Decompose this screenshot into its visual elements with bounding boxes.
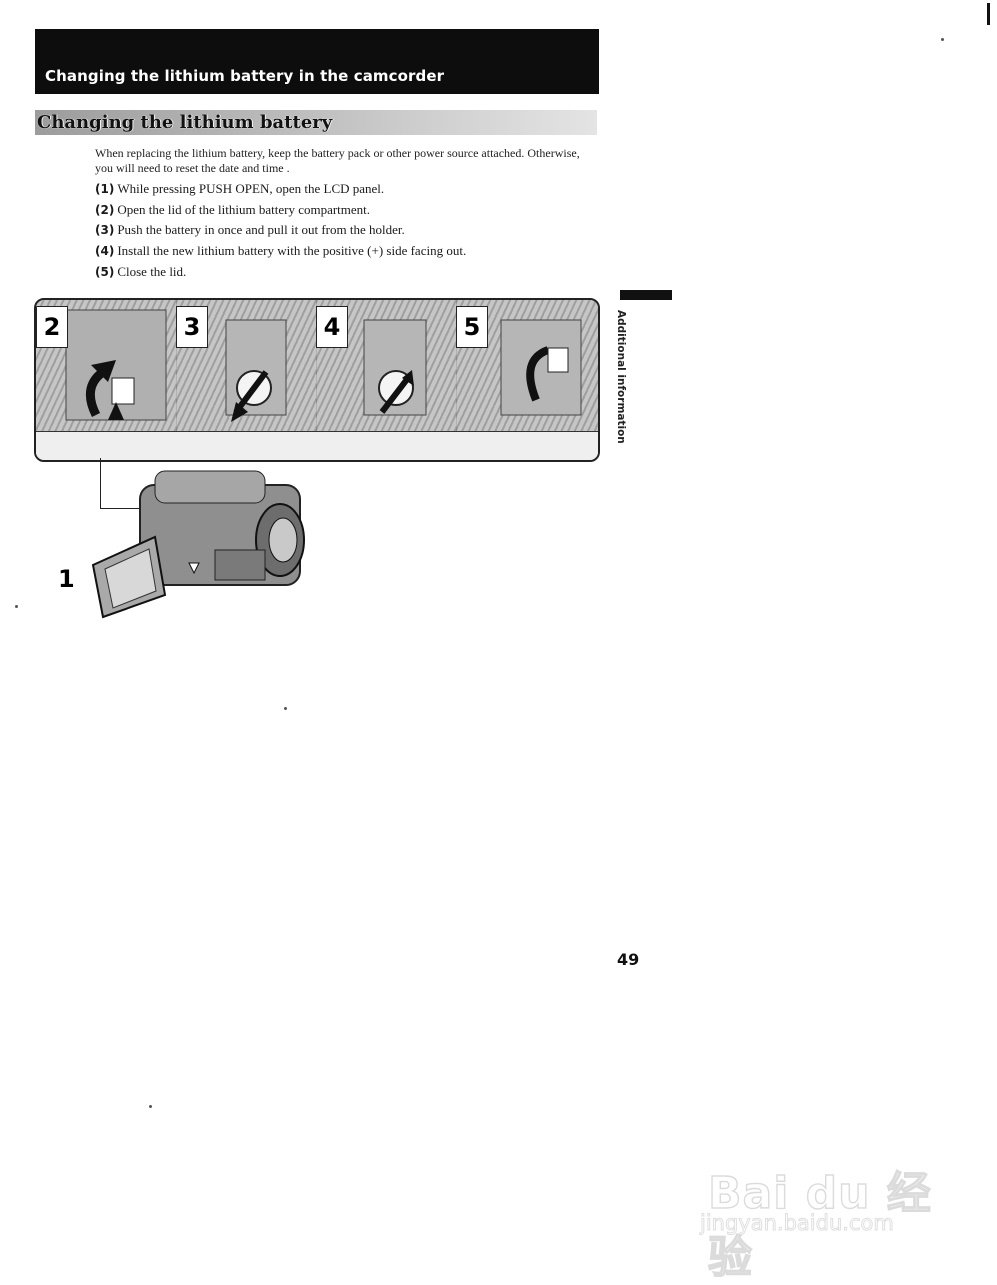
step-number: (3)	[95, 223, 115, 238]
intro-paragraph: When replacing the lithium battery, keep…	[95, 146, 580, 175]
scan-speck	[149, 1105, 152, 1108]
step-item: (5)Close the lid.	[95, 263, 595, 284]
illustration-panel-5: 5	[456, 300, 598, 460]
battery-steps-illustration: 2 3 4 5	[34, 298, 600, 462]
step-item: (4)Install the new lithium battery with …	[95, 242, 595, 263]
step-text: Close the lid.	[117, 263, 187, 279]
chapter-header: Changing the lithium battery in the camc…	[35, 29, 599, 94]
section-heading-band: Changing the lithium battery	[35, 110, 597, 135]
step-number: (1)	[95, 182, 115, 196]
scan-speck	[941, 38, 944, 41]
watermark-logo: Bai du 经验	[707, 1167, 932, 1283]
panel-number: 3	[176, 306, 208, 348]
baidu-watermark: Bai du 经验 jingyan.baidu.com	[700, 1135, 940, 1283]
chapter-title: Changing the lithium battery in the camc…	[45, 67, 445, 85]
illustration-panel-2: 2	[36, 300, 177, 460]
illustration-panel-3: 3	[176, 300, 317, 460]
step-text: Open the lid of the lithium battery comp…	[117, 201, 371, 217]
scan-speck	[284, 707, 287, 710]
camcorder-drawing	[91, 470, 305, 619]
section-title: Changing the lithium battery	[37, 112, 333, 133]
open-lid-drawing	[65, 309, 167, 421]
margin-mark	[987, 3, 990, 25]
step-number: (4)	[95, 244, 115, 259]
step-number: (2)	[95, 202, 115, 217]
step-number: (5)	[95, 264, 115, 279]
panel-number: 4	[316, 306, 348, 348]
callout-line	[100, 458, 139, 509]
chapter-side-tab	[620, 290, 672, 300]
step-item: (2)Open the lid of the lithium battery c…	[95, 201, 595, 222]
scan-speck	[15, 605, 18, 608]
step-text: Install the new lithium battery with the…	[117, 243, 467, 259]
illustration-panel-4: 4	[316, 300, 457, 460]
step-text: Push the battery in once and pull it out…	[117, 222, 405, 238]
insert-battery-drawing	[363, 319, 427, 416]
step-list: (1)While pressing PUSH OPEN, open the LC…	[95, 180, 595, 283]
panel-number: 5	[456, 306, 488, 348]
watermark-url: jingyan.baidu.com	[700, 1211, 895, 1236]
panel-number: 2	[36, 306, 68, 348]
page-number: 49	[617, 950, 640, 969]
step-item: (1)While pressing PUSH OPEN, open the LC…	[95, 180, 595, 201]
close-lid-drawing	[500, 319, 582, 416]
chapter-side-label: Additional information	[615, 310, 627, 444]
camcorder-step-number: 1	[58, 565, 75, 593]
remove-battery-drawing	[225, 319, 287, 422]
step-text: While pressing PUSH OPEN, open the LCD p…	[117, 181, 385, 196]
step-item: (3)Push the battery in once and pull it …	[95, 221, 595, 242]
